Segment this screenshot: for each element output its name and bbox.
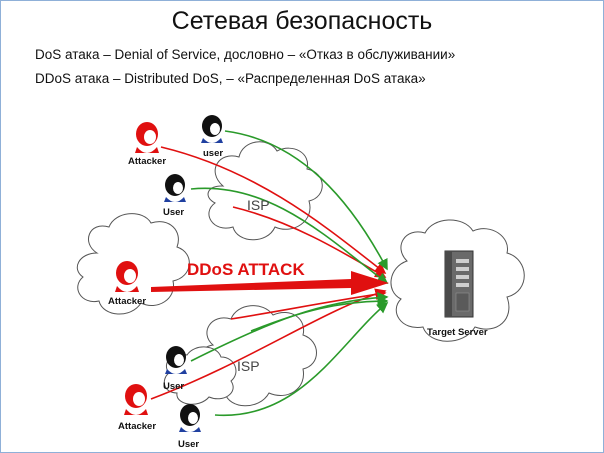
- attacker-icon-main: [115, 261, 139, 292]
- user-label-bottom-2: User: [178, 439, 199, 450]
- ddos-definition: DDoS атака – Distributed DoS, – «Распред…: [35, 71, 426, 86]
- isp-label-top: ISP: [247, 197, 270, 213]
- user-icon-top: [201, 115, 223, 143]
- user-icon-bottom-1: [165, 346, 187, 374]
- attacker-label-top: Attacker: [128, 156, 166, 167]
- user-label-bottom-1: User: [163, 381, 184, 392]
- isp-label-bottom: ISP: [237, 358, 260, 374]
- attacker-label-bottom: Attacker: [118, 421, 156, 432]
- slide-title: Сетевая безопасность: [171, 7, 433, 35]
- dos-definition: DoS атака – Denial of Service, дословно …: [35, 47, 456, 62]
- user-label-mid: User: [163, 207, 184, 218]
- target-server-label: Target Server: [427, 327, 488, 338]
- ddos-attack-label: DDoS ATTACK: [187, 260, 305, 279]
- user-label-top: user: [203, 148, 223, 159]
- ddos-arrow: [151, 271, 389, 295]
- user-icon-mid: [164, 174, 186, 202]
- legit-path-2: [190, 187, 389, 284]
- attacker-label-main: Attacker: [108, 296, 146, 307]
- legit-path-5: [250, 295, 389, 332]
- user-icon-bottom-2: [179, 404, 201, 432]
- attack-path-3: [230, 288, 387, 320]
- attacker-icon-top: [135, 122, 159, 153]
- legit-path-1: [224, 130, 388, 271]
- attacker-icon-bottom: [124, 384, 148, 415]
- isp-cloud-top: [207, 141, 323, 241]
- attack-path-4: [232, 206, 387, 278]
- attack-path-1: [160, 146, 387, 274]
- server-icon: [444, 250, 474, 318]
- legit-path-4: [214, 301, 389, 416]
